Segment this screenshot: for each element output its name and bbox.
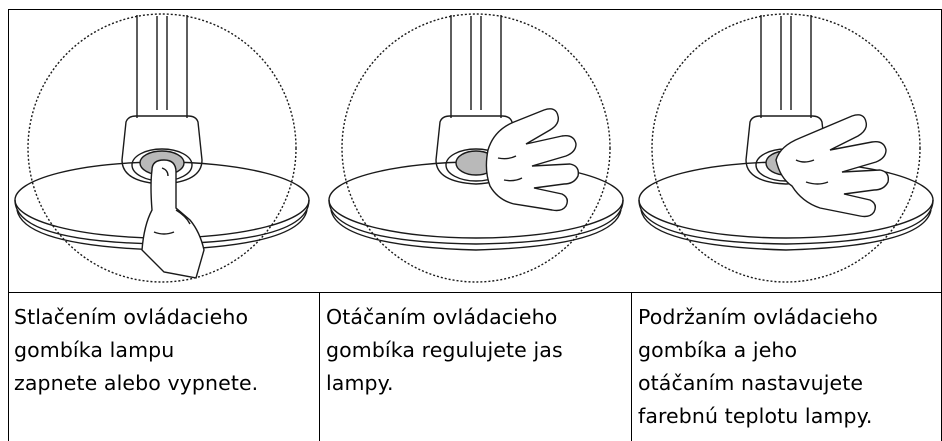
caption-rotate: Otáčaním ovládacieho gombíka regulujete … — [326, 305, 563, 395]
caption-hold-rotate: Podržaním ovládacieho gombíka a jeho otá… — [638, 305, 878, 428]
table-col-divider-1 — [319, 292, 320, 441]
caption-press: Stlačením ovládacieho gombíka lampu zapn… — [14, 305, 259, 395]
illustration-hold-rotate-knob — [630, 10, 940, 290]
table-row-divider — [8, 292, 942, 293]
table-col-divider-2 — [631, 292, 632, 441]
illustration-rotate-knob — [318, 10, 628, 290]
illustration-press-knob — [14, 10, 324, 290]
table-left-border — [8, 9, 9, 441]
table-top-border — [8, 9, 942, 10]
